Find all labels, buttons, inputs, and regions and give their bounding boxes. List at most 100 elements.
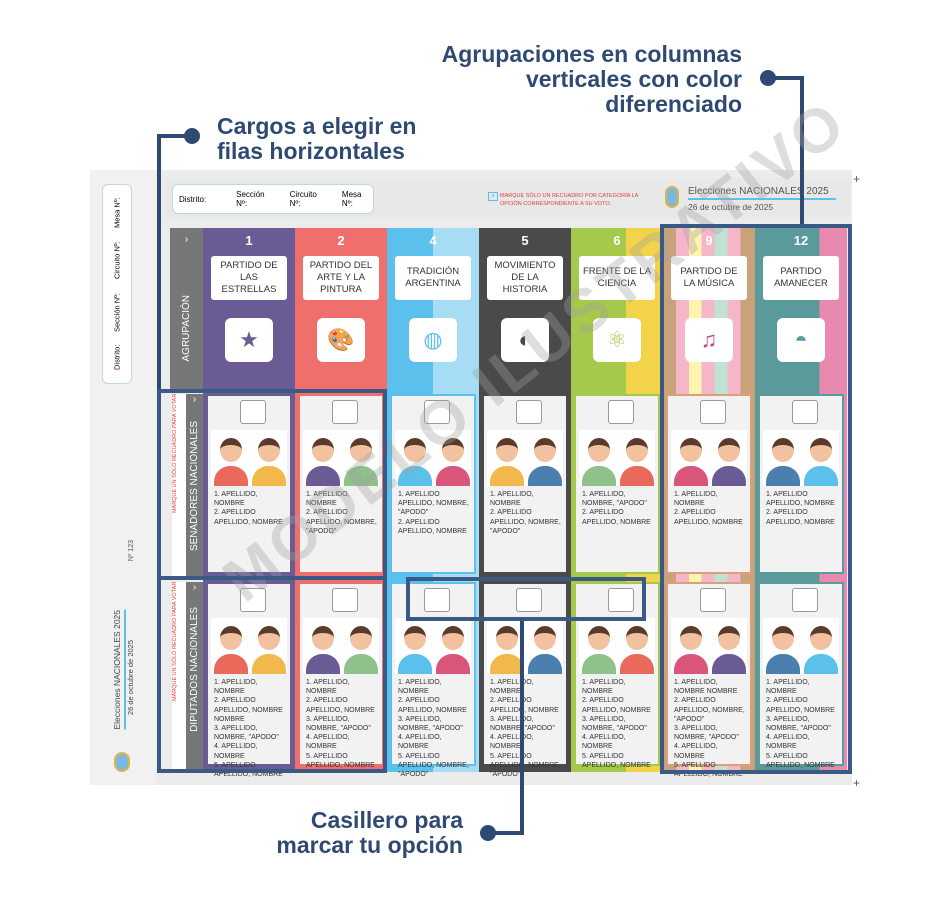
candidate-photos [487,618,563,674]
candidate-name: 5. APELLIDO APELLIDO, NOMBRE, "APODO" [490,752,561,779]
candidate-name: 3. APELLIDO, NOMBRE, "APODO" [398,715,463,733]
senadores-cell: 1. APELLIDO, NOMBRE, "APODO"2. APELLIDO … [574,394,660,574]
row-label-diputados: › DIPUTADOS NACIONALES [186,582,203,770]
candidate-avatar-icon [398,438,432,486]
diputados-checkbox-5[interactable] [516,588,542,612]
candidate-avatar-icon [620,626,654,674]
diputados-checkbox-2[interactable] [332,588,358,612]
annotation-line: marcar tu opción [276,832,463,858]
candidate-name: 5. APELLIDO APELLIDO, NOMBRE [306,752,375,769]
candidate-name: 2. APELLIDO APELLIDO, NOMBRE NOMBRE [214,697,283,723]
senadores-checkbox-6[interactable] [608,400,634,424]
avatar-body [306,654,340,674]
candidate-name: 1. APELLIDO, NOMBRE, "APODO" [582,491,647,508]
avatar-head [680,626,702,650]
avatar-head [312,438,334,462]
candidate-avatar-icon [490,626,524,674]
diputados-checkbox-9[interactable] [700,588,726,612]
candidate-avatar-icon [582,438,616,486]
ballot-number: Nº 123 [128,540,135,562]
avatar-body [344,654,378,674]
coat-of-arms-icon [665,186,679,208]
header-fields: Distrito: Sección Nº: Circuito Nº: Mesa … [172,184,374,214]
row-label-agrupacion: › AGRUPACIÓN [170,228,203,392]
candidate-name: 1. APELLIDO, NOMBRE [214,679,258,696]
candidate-name: 2. APELLIDO APELLIDO, NOMBRE [398,697,467,714]
candidate-name: 1. APELLIDO, NOMBRE NOMBRE [674,679,738,696]
senadores-checkbox-9[interactable] [700,400,726,424]
candidate-name: 4. APELLIDO, NOMBRE [306,734,350,751]
candidate-name: 4. APELLIDO, NOMBRE [582,734,626,751]
avatar-head [496,438,518,462]
candidate-name: 3. APELLIDO, NOMBRE, "APODO" [214,725,279,742]
annotation-line: diferenciado [605,91,742,117]
avatar-head [680,438,702,462]
avatar-head [220,438,242,462]
diputados-checkbox-6[interactable] [608,588,634,612]
candidate-name: 1. APELLIDO APELLIDO, NOMBRE [766,491,835,508]
candidate-photos [579,430,655,486]
avatar-head [588,626,610,650]
candidate-name: 2. APELLIDO APELLIDO, NOMBRE, "APODO" [306,509,377,535]
globe-icon: ◐ [501,318,549,362]
avatar-body [674,654,708,674]
senadores-candidate-list: 1. APELLIDO, NOMBRE, "APODO"2. APELLIDO … [582,490,654,527]
avatar-head [534,626,556,650]
party-number: 12 [793,233,809,248]
senadores-label: SENADORES NACIONALES [189,421,200,552]
candidate-avatar-icon [306,438,340,486]
avatar-head [626,438,648,462]
avatar-head [534,438,556,462]
avatar-body [620,466,654,486]
avatar-head [718,626,740,650]
candidate-photos [763,618,839,674]
candidate-avatar-icon [582,626,616,674]
stub-seccion: Sección Nº: [112,292,122,332]
senadores-checkbox-1[interactable] [240,400,266,424]
chevron-right-icon: › [192,394,197,405]
avatar-body [804,466,838,486]
candidate-name: 1. APELLIDO, NOMBRE [306,491,350,508]
candidate-name: 3. APELLIDO, NOMBRE, "APODO" [674,725,739,742]
seccion-label: Sección Nº: [236,190,265,208]
senadores-checkbox-4[interactable] [424,400,450,424]
party-name: FRENTE DE LA CIENCIA [579,256,655,300]
ballot-stub: Distrito: Sección Nº: Circuito Nº: Mesa … [90,170,156,785]
annotation-connector [157,134,161,392]
diputados-checkbox-12[interactable] [792,588,818,612]
election-date: 26 de octubre de 2025 [688,202,774,212]
candidate-name: 1. APELLIDO, NOMBRE [490,491,534,508]
candidate-photos [211,430,287,486]
senadores-checkbox-2[interactable] [332,400,358,424]
circuito-label: Circuito Nº: [289,190,317,208]
candidate-name: 2. APELLIDO APELLIDO, NOMBRE [214,509,283,526]
diputados-checkbox-4[interactable] [424,588,450,612]
avatar-head [312,626,334,650]
diputados-checkbox-1[interactable] [240,588,266,612]
chevron-right-icon: › [184,234,189,245]
avatar-head [772,626,794,650]
avatar-body [490,654,524,674]
candidate-name: 3. APELLIDO, NOMBRE, "APODO" [306,715,371,733]
senadores-checkbox-12[interactable] [792,400,818,424]
candidate-name: 2. APELLIDO APELLIDO, NOMBRE, "APODO" [674,697,745,723]
candidate-name: 2. APELLIDO APELLIDO, NOMBRE [582,509,651,526]
senadores-checkbox-5[interactable] [516,400,542,424]
avatar-body [582,654,616,674]
party-name: MOVIMIENTO DE LA HISTORIA [487,256,563,300]
stub-mesa: Mesa Nº: [112,197,122,229]
avatar-body [398,654,432,674]
avatar-head [258,626,280,650]
row-label-senadores: › SENADORES NACIONALES [186,394,203,578]
agrupacion-label: AGRUPACIÓN [181,295,192,362]
candidate-name: 2. APELLIDO APELLIDO, NOMBRE [306,697,375,714]
avatar-head [442,626,464,650]
